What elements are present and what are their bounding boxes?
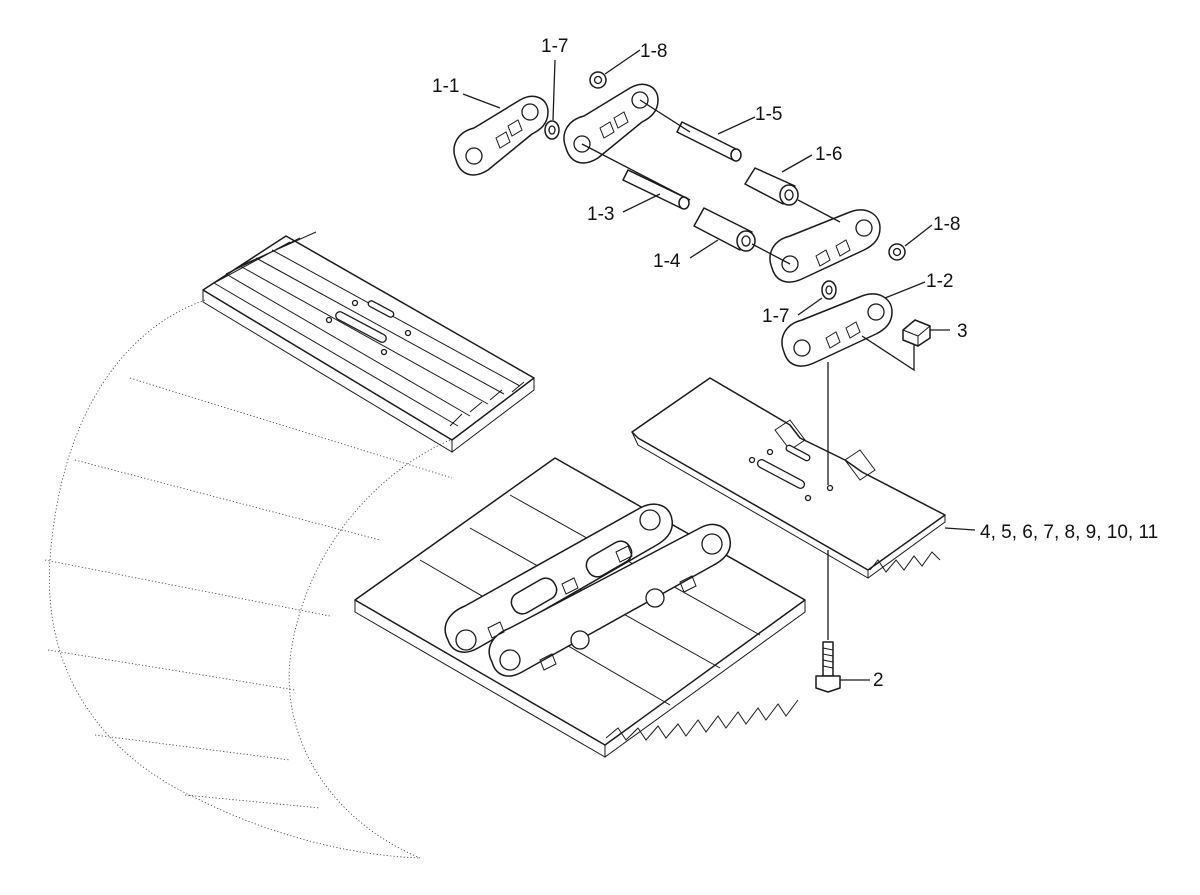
bolt-2 bbox=[815, 641, 841, 693]
link-right bbox=[769, 209, 881, 283]
leader-lines bbox=[462, 49, 976, 681]
label-3: 3 bbox=[957, 321, 968, 342]
label-1-7-top: 1-7 bbox=[541, 36, 568, 57]
pin-1-3 bbox=[622, 169, 690, 210]
label-1-5: 1-5 bbox=[755, 104, 782, 125]
label-1-7-lower: 1-7 bbox=[762, 306, 789, 327]
label-1-4: 1-4 bbox=[653, 251, 681, 272]
assembly-lines bbox=[581, 99, 915, 640]
label-1-6: 1-6 bbox=[815, 144, 842, 165]
pin-1-5 bbox=[676, 121, 742, 162]
label-1-8-top: 1-8 bbox=[640, 41, 667, 62]
label-1-3: 1-3 bbox=[587, 204, 614, 225]
nut-3 bbox=[902, 319, 931, 347]
upper-track-shoe bbox=[202, 231, 535, 453]
track-loop-outline bbox=[44, 299, 453, 859]
label-1-1: 1-1 bbox=[432, 76, 459, 97]
link-1-2 bbox=[781, 293, 893, 367]
label-1-8-right: 1-8 bbox=[933, 214, 960, 235]
track-shoe-plate bbox=[631, 377, 946, 579]
bushing-1-4 bbox=[693, 207, 756, 252]
label-2: 2 bbox=[873, 670, 884, 691]
link-1-1 bbox=[453, 95, 549, 176]
link-upper-right bbox=[563, 83, 659, 164]
bushing-1-6 bbox=[744, 167, 799, 206]
label-1-2: 1-2 bbox=[926, 271, 953, 292]
lower-shoe-with-chain bbox=[354, 457, 806, 758]
callout-labels: 1-1 1-7 1-8 1-5 1-6 1-3 1-4 1-8 1-2 1-7 … bbox=[432, 36, 1158, 691]
label-4-11: 4, 5, 6, 7, 8, 9, 10, 11 bbox=[980, 522, 1158, 543]
